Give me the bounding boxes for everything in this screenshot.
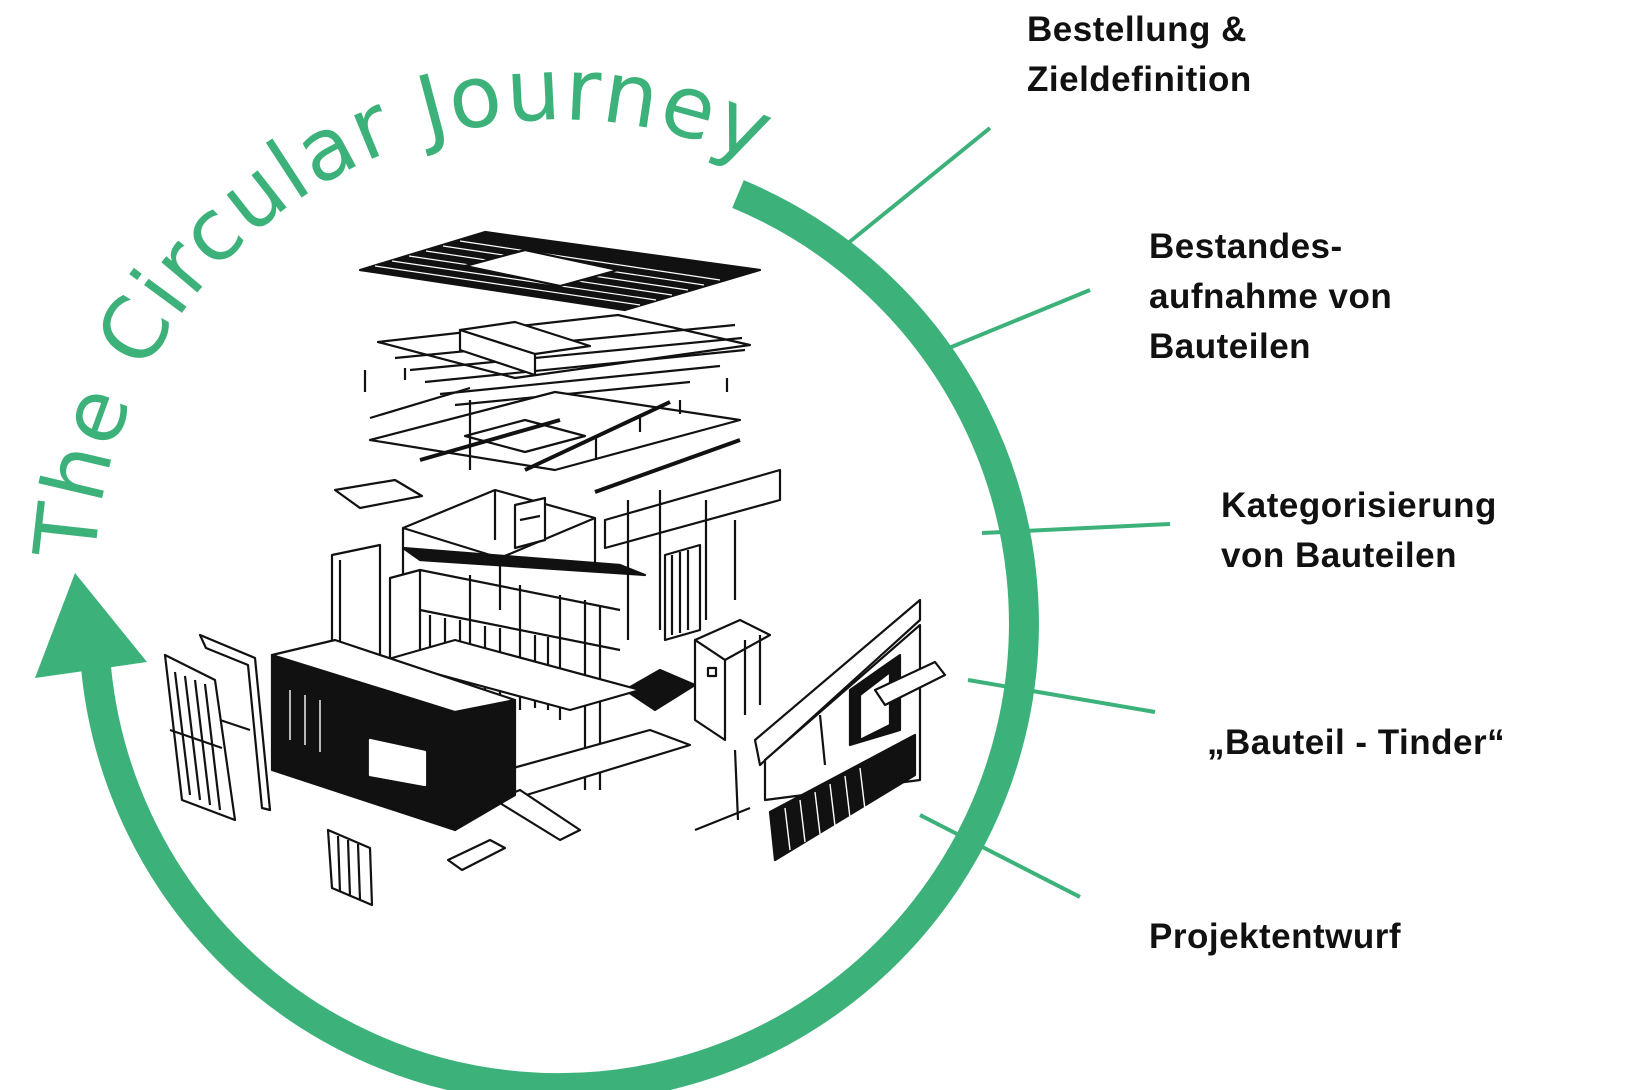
step-5-line-1: Projektentwurf <box>1149 917 1402 956</box>
step-3-line-1: Kategorisierung <box>1221 486 1497 525</box>
step-2-line-2: aufnahme von <box>1149 277 1393 316</box>
loose-panels <box>326 828 507 907</box>
left-wall-panels <box>163 633 272 822</box>
connector-line-3 <box>981 522 1171 535</box>
cycle-arc <box>80 180 1039 1090</box>
roof-beam-grid <box>363 313 752 420</box>
step-4-line-1: „Bauteil - Tinder“ <box>1207 723 1506 762</box>
roof-panel <box>358 230 762 312</box>
connector-lines <box>840 126 1171 899</box>
step-project-draft: Projektentwurf <box>1149 912 1401 962</box>
step-2-line-3: Bauteilen <box>1149 327 1312 366</box>
cycle-arrowhead <box>35 573 147 678</box>
step-component-tinder: „Bauteil - Tinder“ <box>1207 718 1505 768</box>
connector-line-4 <box>967 678 1156 714</box>
upper-floor-frame <box>333 468 782 642</box>
step-component-inventory: Bestandes- aufnahme von Bauteilen <box>1149 222 1392 372</box>
connector-line-2 <box>926 288 1091 359</box>
step-2-line-1: Bestandes- <box>1149 227 1343 266</box>
connector-line-5 <box>919 813 1081 899</box>
step-1-line-1: Bestellung & <box>1027 10 1247 49</box>
black-module <box>270 638 517 832</box>
step-3-line-2: von Bauteilen <box>1221 536 1457 575</box>
step-component-categorization: Kategorisierung von Bauteilen <box>1221 481 1497 581</box>
connector-line-1 <box>840 126 992 250</box>
exploded-building-illustration <box>163 230 947 907</box>
step-order-goal-definition: Bestellung & Zieldefinition <box>1027 5 1252 105</box>
ceiling-slab <box>368 390 742 494</box>
right-wall-panels <box>694 598 947 862</box>
step-1-line-2: Zieldefinition <box>1027 60 1252 99</box>
